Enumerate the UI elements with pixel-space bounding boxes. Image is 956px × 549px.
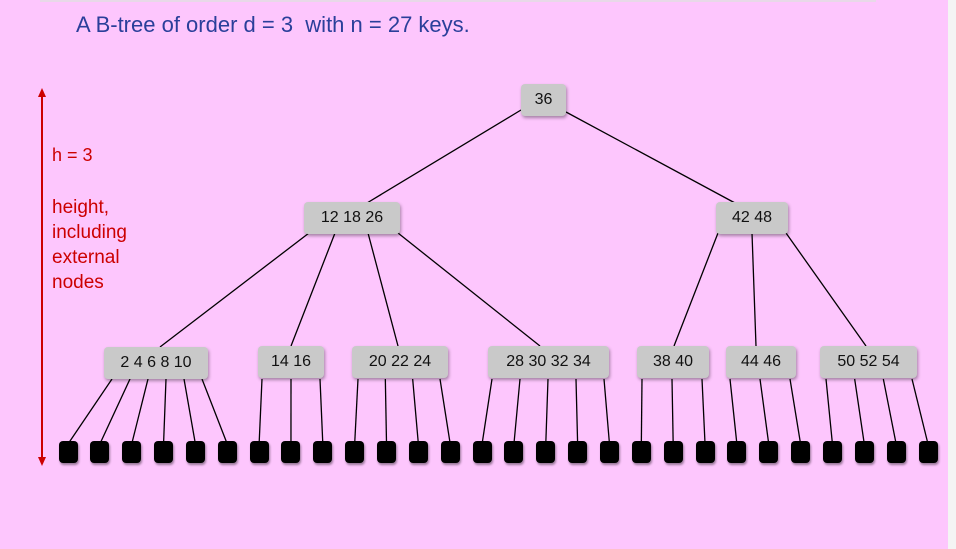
internal-node: 42 48 <box>716 202 788 234</box>
external-node <box>249 441 269 463</box>
external-node <box>504 441 524 463</box>
tree-edge <box>545 378 549 445</box>
tree-edge <box>162 378 167 445</box>
external-node <box>791 441 811 463</box>
tree-edge <box>367 232 399 347</box>
bottom-node: 28 30 32 34 <box>488 346 609 378</box>
external-node <box>536 441 556 463</box>
external-node <box>313 441 333 463</box>
external-node <box>408 441 428 463</box>
tree-edge <box>701 378 706 445</box>
right-edge <box>948 0 956 549</box>
external-node <box>185 441 205 463</box>
tree-edge <box>412 378 420 445</box>
height-description: height, including external nodes <box>52 197 127 293</box>
tree-edge <box>183 378 197 445</box>
external-node <box>631 441 651 463</box>
tree-edge <box>67 378 113 445</box>
external-node <box>58 441 78 463</box>
tree-edge <box>131 378 149 445</box>
tree-edge <box>384 378 388 445</box>
tree-edge <box>673 232 719 347</box>
page-title: A B-tree of order d = 3 with n = 27 keys… <box>76 12 470 37</box>
tree-edge <box>603 378 611 445</box>
external-node <box>886 441 906 463</box>
tree-edge <box>759 378 770 445</box>
tree-edge <box>671 378 674 445</box>
tree-edge <box>481 378 493 445</box>
external-node <box>759 441 779 463</box>
external-node <box>472 441 492 463</box>
top-divider <box>40 0 876 2</box>
external-node <box>822 441 842 463</box>
bottom-node: 50 52 54 <box>820 346 917 378</box>
internal-node: 12 18 26 <box>304 202 400 234</box>
tree-edge <box>789 378 802 445</box>
tree-edge <box>640 378 643 445</box>
tree-edge <box>366 109 522 204</box>
external-node <box>154 441 174 463</box>
tree-edge <box>319 378 324 445</box>
external-node <box>377 441 397 463</box>
external-node <box>599 441 619 463</box>
root-node: 36 <box>521 84 566 116</box>
tree-edge <box>751 232 757 347</box>
tree-edge <box>575 378 579 445</box>
tree-edge <box>911 378 929 445</box>
tree-edge <box>729 378 738 445</box>
external-node <box>122 441 142 463</box>
tree-edge <box>201 378 228 445</box>
tree-edge <box>354 378 359 445</box>
tree-edge <box>159 232 310 348</box>
external-node <box>217 441 237 463</box>
external-node <box>727 441 747 463</box>
tree-edge <box>565 111 736 204</box>
tree-edge <box>513 378 521 445</box>
tree-edge <box>825 378 834 445</box>
tree-edge <box>397 232 541 347</box>
external-node <box>90 441 110 463</box>
external-node <box>695 441 715 463</box>
tree-edge <box>290 232 336 347</box>
bottom-node: 20 22 24 <box>352 346 448 378</box>
tree-edge <box>785 232 867 347</box>
bottom-node: 14 16 <box>258 346 324 378</box>
external-node <box>663 441 683 463</box>
external-node <box>281 441 301 463</box>
tree-edge <box>99 378 131 445</box>
bottom-node: 38 40 <box>637 346 709 378</box>
tree-edge <box>882 378 897 445</box>
external-node <box>345 441 365 463</box>
external-node <box>918 441 938 463</box>
tree-edge <box>854 378 865 445</box>
external-node <box>440 441 460 463</box>
bottom-node: 44 46 <box>726 346 796 378</box>
tree-edge <box>258 378 263 445</box>
external-node <box>854 441 874 463</box>
height-label: h = 3 <box>52 145 93 165</box>
bottom-node: 2 4 6 8 10 <box>104 347 208 379</box>
tree-edge <box>439 378 451 445</box>
external-node <box>568 441 588 463</box>
